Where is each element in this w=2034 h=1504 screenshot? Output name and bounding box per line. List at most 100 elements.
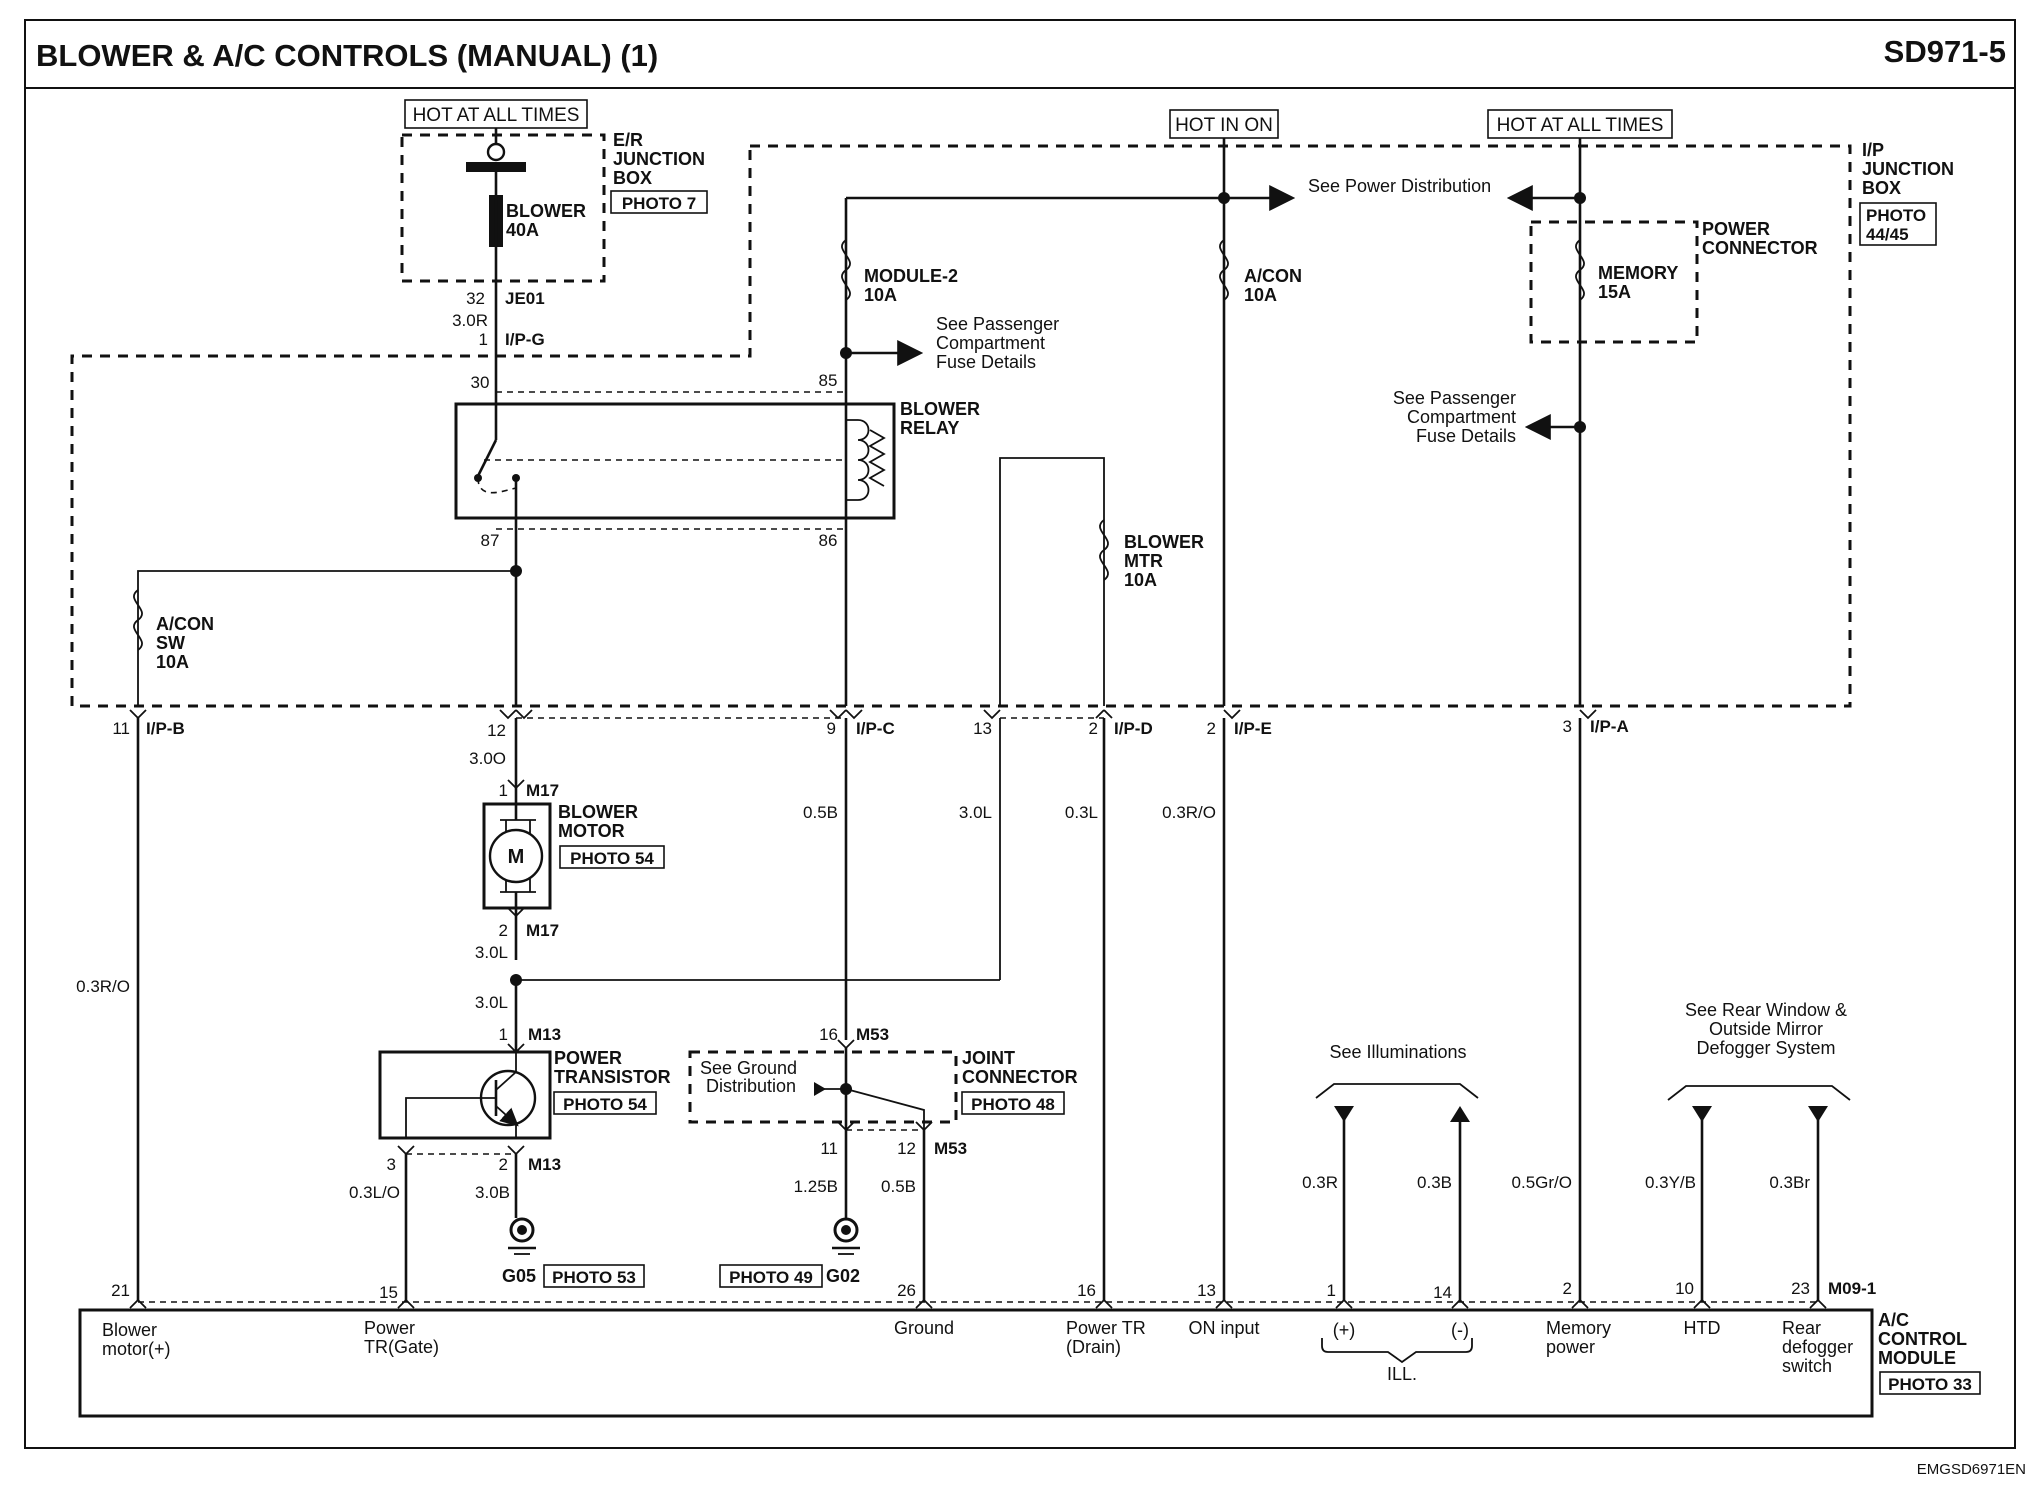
transistor-photo: PHOTO 54	[563, 1095, 647, 1114]
transistor-name-1: POWER	[554, 1048, 622, 1068]
module-lbl-mem-2: power	[1546, 1337, 1595, 1357]
power-connector-label-1: POWER	[1702, 219, 1770, 239]
ipe-conn: I/P-E	[1234, 719, 1272, 738]
module-lbl-blower-1: Blower	[102, 1320, 157, 1340]
ipa-pin: 3	[1563, 717, 1572, 736]
relay-pin-87: 87	[481, 531, 500, 550]
acon-sw-amp: 10A	[156, 652, 189, 672]
je01-conn: JE01	[505, 289, 545, 308]
module-lbl-plus: (+)	[1333, 1320, 1356, 1340]
wire-0-3ro-e: 0.3R/O	[1162, 803, 1216, 822]
supply-tags: HOT AT ALL TIMES HOT IN ON HOT AT ALL TI…	[404, 99, 1673, 139]
relay-name-1: BLOWER	[900, 399, 980, 419]
wire-0-3l: 0.3L	[1065, 803, 1098, 822]
module-pin-1: 1	[1327, 1281, 1336, 1300]
module2-fuse	[841, 239, 851, 301]
g05-photo: PHOTO 53	[552, 1268, 636, 1287]
motor-symbol: M	[508, 846, 525, 868]
module-lbl-drain-1: Power TR	[1066, 1318, 1146, 1338]
er-box-label-1: E/R	[613, 130, 643, 150]
motor-conn-2: M17	[526, 921, 559, 940]
wire-3-0b: 3.0B	[475, 1183, 510, 1202]
module-lbl-minus: (-)	[1451, 1320, 1469, 1340]
acon-sw-fuse	[133, 589, 143, 651]
transistor-pin-3: 3	[387, 1155, 396, 1174]
power-transistor	[378, 1043, 552, 1156]
hot-all-times-tag-1: HOT AT ALL TIMES	[413, 105, 580, 126]
g02-label: G02	[826, 1266, 860, 1286]
ground-g02	[832, 1217, 860, 1255]
wire-3-0l: 3.0L	[959, 803, 992, 822]
g02-photo: PHOTO 49	[729, 1268, 813, 1287]
module-name-1: A/C	[1878, 1310, 1909, 1330]
motor-name-2: MOTOR	[558, 821, 625, 841]
blower-mtr-label-2: MTR	[1124, 551, 1163, 571]
module-name-3: MODULE	[1878, 1348, 1956, 1368]
ip-connectors	[129, 709, 1597, 720]
wire-3-0l-b: 3.0L	[475, 993, 508, 1012]
ground-g05	[508, 1217, 536, 1255]
ipd-pin: 2	[1089, 719, 1098, 738]
wire-0-3ro-b: 0.3R/O	[76, 977, 130, 996]
memory-fuse-name: MEMORY	[1598, 263, 1678, 283]
transistor-name-2: TRANSISTOR	[554, 1067, 671, 1087]
ip-box-photo-2: 44/45	[1866, 225, 1909, 244]
acon-fuse-amp: 10A	[1244, 285, 1277, 305]
transistor-conn-2: M13	[528, 1155, 561, 1174]
wire-0-3b: 0.3B	[1417, 1173, 1452, 1192]
ip-box-label-3: BOX	[1862, 178, 1901, 198]
blower-motor	[482, 779, 552, 960]
wire-0-3yb: 0.3Y/B	[1645, 1173, 1696, 1192]
ipa-conn: I/P-A	[1590, 717, 1629, 736]
ipb-conn: I/P-B	[146, 719, 185, 738]
ip-box-label-1: I/P	[1862, 140, 1884, 160]
ipg-pin: 1	[479, 330, 488, 349]
module-name-2: CONTROL	[1878, 1329, 1967, 1349]
acon-fuse	[1219, 239, 1229, 301]
blower-mtr-label-1: BLOWER	[1124, 532, 1204, 552]
module-lbl-power-2: TR(Gate)	[364, 1337, 439, 1357]
see-illuminations: See Illuminations	[1329, 1042, 1466, 1062]
joint-conn-16: M53	[856, 1025, 889, 1044]
wire-0-3r: 0.3R	[1302, 1173, 1338, 1192]
g05-label: G05	[502, 1266, 536, 1286]
wire-3-0r: 3.0R	[452, 311, 488, 330]
acon-sw-label-2: SW	[156, 633, 185, 653]
blower-fuse-amp: 40A	[506, 220, 539, 240]
wire-0-5b-b: 0.5B	[881, 1177, 916, 1196]
blower-fuse-name: BLOWER	[506, 201, 586, 221]
motor-photo: PHOTO 54	[570, 849, 654, 868]
module-pin-23: 23	[1791, 1279, 1810, 1298]
module-pin-26: 26	[897, 1281, 916, 1300]
ipc-conn: I/P-C	[856, 719, 895, 738]
wire-0-3br: 0.3Br	[1769, 1173, 1810, 1192]
page-title: BLOWER & A/C CONTROLS (MANUAL) (1)	[36, 38, 658, 73]
wire-3-0o: 3.0O	[469, 749, 506, 768]
relay-name-2: RELAY	[900, 418, 959, 438]
see-power-distribution: See Power Distribution	[1308, 176, 1491, 196]
module-pin-10: 10	[1675, 1279, 1694, 1298]
memory-fuse-amp: 15A	[1598, 282, 1631, 302]
relay-pin-30: 30	[471, 373, 490, 392]
ipb-pin: 11	[112, 719, 130, 738]
motor-conn-1: M17	[526, 781, 559, 800]
pass-fuse-r-1: See Passenger	[1393, 388, 1516, 408]
joint-pin-16: 16	[819, 1025, 838, 1044]
module-lbl-drain-2: (Drain)	[1066, 1337, 1121, 1357]
module-pin-14: 14	[1433, 1283, 1452, 1302]
joint-name-2: CONNECTOR	[962, 1067, 1078, 1087]
diagram-code: SD971-5	[1884, 34, 2006, 69]
rear-window-3: Defogger System	[1696, 1038, 1835, 1058]
module-lbl-rear-2: defogger	[1782, 1337, 1853, 1357]
blower-40a-fuse	[466, 128, 526, 290]
ip-pin-12: 12	[487, 721, 506, 740]
pass-fuse-r-2: Compartment	[1407, 407, 1516, 427]
module-lbl-on: ON input	[1188, 1318, 1259, 1338]
er-box-label-3: BOX	[613, 168, 652, 188]
blower-mtr-fuse	[1099, 519, 1109, 581]
frame	[24, 19, 2016, 1449]
er-box-label-2: JUNCTION	[613, 149, 705, 169]
transistor-conn-1: M13	[528, 1025, 561, 1044]
memory-fuse	[1575, 239, 1585, 301]
module-lbl-htd: HTD	[1684, 1318, 1721, 1338]
